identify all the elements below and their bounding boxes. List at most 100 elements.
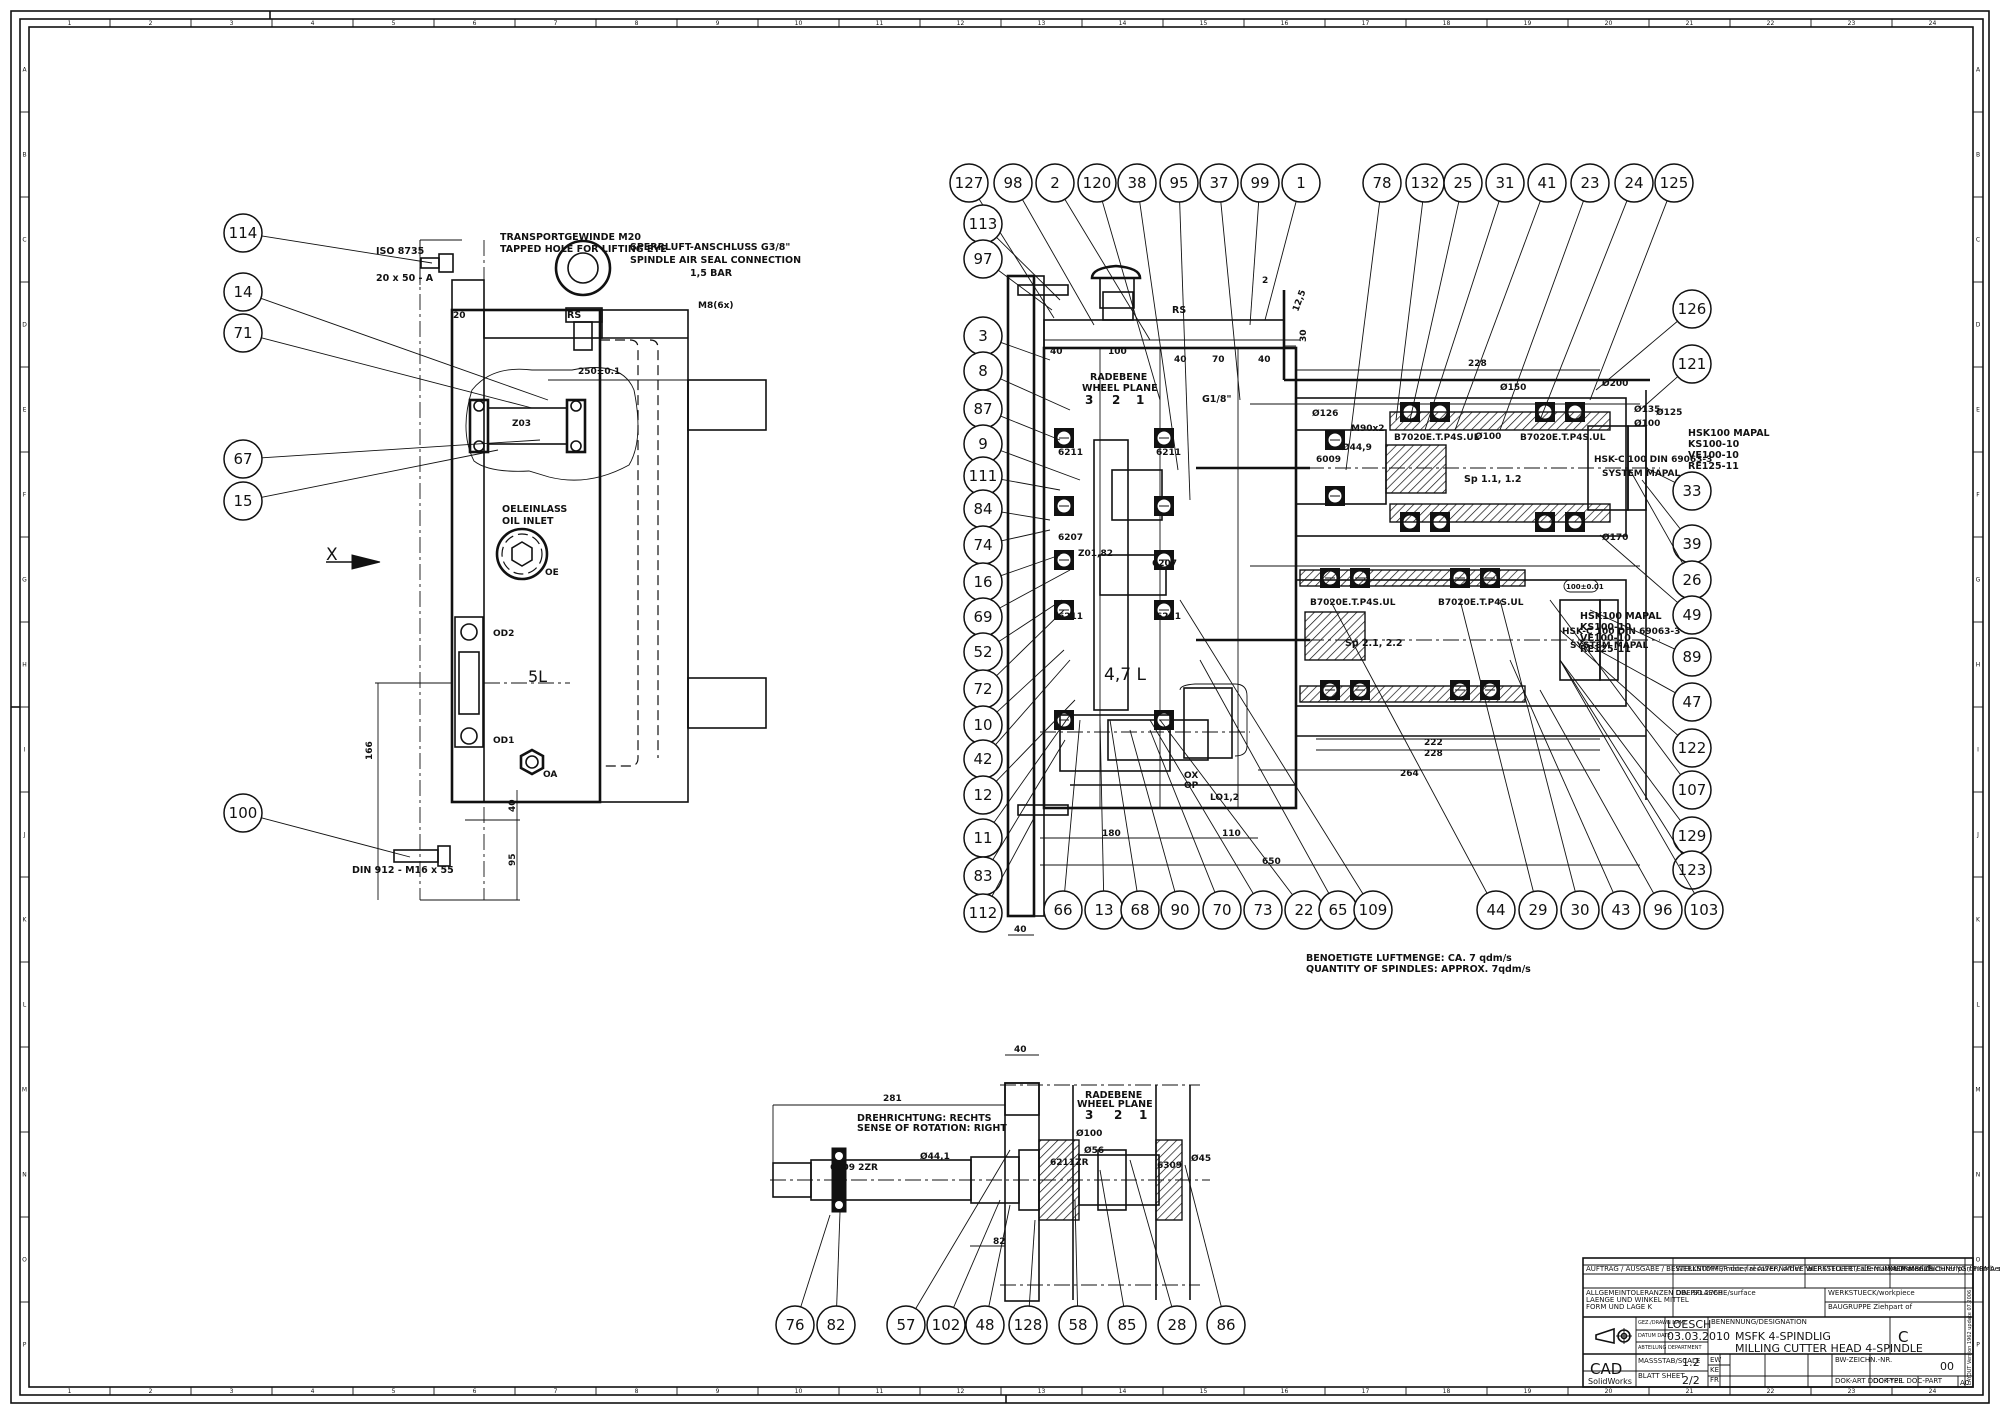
- column-label: 17: [1362, 20, 1370, 27]
- item-number: 2: [1050, 174, 1060, 192]
- leader-line: [1559, 659, 1695, 894]
- leader-line: [915, 1149, 1011, 1309]
- item-balloon: 22: [1284, 890, 1324, 930]
- dim-40-lower: 40: [1014, 1045, 1027, 1055]
- item-balloon: 2: [1035, 163, 1075, 203]
- lifting-eye: [554, 239, 612, 297]
- leader-line: [1179, 599, 1364, 895]
- column-label: 21: [1686, 20, 1694, 27]
- din912-screw-note: DIN 912 - M16 x 55: [352, 865, 454, 876]
- item-number: 48: [975, 1316, 994, 1334]
- item-number: 47: [1682, 693, 1701, 711]
- item-balloon: 38: [1117, 163, 1157, 203]
- air-requirement-note-en: QUANTITY OF SPINDLES: APPROX. 7qdm/s: [1306, 964, 1531, 975]
- item-number: 129: [1678, 827, 1707, 845]
- item-number: 97: [973, 250, 992, 268]
- column-label: 21: [1686, 1388, 1694, 1395]
- column-label: 1: [68, 1388, 72, 1395]
- row-label: B: [1976, 152, 1980, 159]
- leader-line: [261, 439, 541, 459]
- item-number: 69: [973, 608, 992, 626]
- column-label: 5: [392, 20, 396, 27]
- leader-line: [261, 337, 533, 409]
- column-label: 18: [1443, 20, 1451, 27]
- tolerance-100: 100±0.01: [1566, 583, 1604, 591]
- leader-line: [1001, 529, 1051, 542]
- item-number: 44: [1486, 901, 1505, 919]
- dim-180: 180: [1102, 829, 1121, 839]
- lower-shaft-view: [770, 1054, 1210, 1302]
- dim-110: 110: [1222, 829, 1241, 839]
- leader-line: [1139, 201, 1179, 471]
- item-number: 74: [973, 536, 992, 554]
- item-balloon: 52: [963, 632, 1003, 672]
- wheel-plane-de: RADEBENE: [1090, 372, 1147, 383]
- tb-mfr-part-label: HERSTELLERTEILE-NUMMER manufacturer part…: [1808, 1265, 2000, 1273]
- column-label: 20: [1605, 20, 1613, 27]
- ball-bearing: [1154, 428, 1174, 448]
- row-label: P: [1976, 1342, 1980, 1349]
- item-balloon: 122: [1672, 728, 1712, 768]
- item-balloon: 100: [223, 793, 263, 833]
- dim-228-top: 228: [1468, 359, 1487, 369]
- bearing-6009: 6009: [1316, 455, 1341, 465]
- item-balloon: 66: [1043, 890, 1083, 930]
- dim-40: 40: [508, 799, 518, 812]
- transport-thread-note: TRANSPORTGEWINDE M20: [500, 232, 641, 243]
- tb-name-label: GEZ./DRAWN NAME: [1638, 1320, 1687, 1326]
- row-label: K: [1976, 917, 1981, 924]
- leader-line: [1454, 200, 1541, 431]
- iso-pin-size: 20 x 50 - A: [376, 273, 434, 284]
- dim-40-plate: 40: [1014, 925, 1027, 935]
- item-number: 132: [1411, 174, 1440, 192]
- column-label: 4: [311, 1388, 315, 1395]
- tb-release-ke: KE: [1710, 1366, 1719, 1374]
- item-number: 15: [233, 492, 252, 510]
- leader-line: [1549, 599, 1681, 776]
- leader-line: [1000, 554, 1061, 577]
- leader-line: [1101, 201, 1161, 401]
- item-balloon: 73: [1243, 890, 1283, 930]
- item-balloon: 126: [1672, 289, 1712, 329]
- leader-line: [995, 659, 1071, 746]
- item-number: 14: [233, 283, 252, 301]
- leader-line: [1220, 201, 1241, 401]
- item-balloon: 113: [963, 204, 1003, 244]
- item-number: 96: [1653, 901, 1672, 919]
- column-label: 24: [1929, 20, 1937, 27]
- dia-44-1: Ø44,1: [920, 1151, 950, 1162]
- leader-line: [261, 817, 411, 858]
- item-balloon: 125: [1654, 163, 1694, 203]
- ball-bearing: [1325, 486, 1345, 506]
- view-direction-label: X: [326, 545, 338, 565]
- dim-40-c: 40: [1258, 355, 1271, 365]
- lower-plane-1: 1: [1139, 1108, 1147, 1122]
- item-number: 30: [1570, 901, 1589, 919]
- item-balloon: 10: [963, 705, 1003, 745]
- dia-135: Ø135: [1634, 404, 1660, 415]
- item-balloon: 33: [1672, 471, 1712, 511]
- hsk-callout-2-title: HSK100 MAPAL: [1580, 611, 1662, 622]
- item-number: 87: [973, 400, 992, 418]
- column-label: 16: [1281, 1388, 1289, 1395]
- leader-line: [1000, 341, 1051, 361]
- row-label: L: [23, 1002, 27, 1009]
- breather-cap: [1090, 264, 1142, 280]
- dia-100: Ø100: [1475, 431, 1501, 442]
- column-label: 10: [795, 1388, 803, 1395]
- bearing-6211-a: 6211: [1058, 448, 1083, 458]
- ball-bearing: [1054, 550, 1074, 570]
- oil-inlet-note-de: OELEINLASS: [502, 504, 567, 515]
- column-label: 2: [149, 20, 153, 27]
- leader-line: [836, 1211, 841, 1307]
- leader-line: [1539, 200, 1628, 421]
- wheel-plane-en: WHEEL PLANE: [1082, 383, 1158, 394]
- leader-line: [1028, 1219, 1036, 1307]
- hsk-callout-2-ks: KS100-10: [1580, 622, 1632, 633]
- oa-mark: OA: [543, 770, 557, 780]
- dia-56: Ø56: [1084, 1145, 1104, 1156]
- lo-mark: LO1,2: [1210, 793, 1239, 803]
